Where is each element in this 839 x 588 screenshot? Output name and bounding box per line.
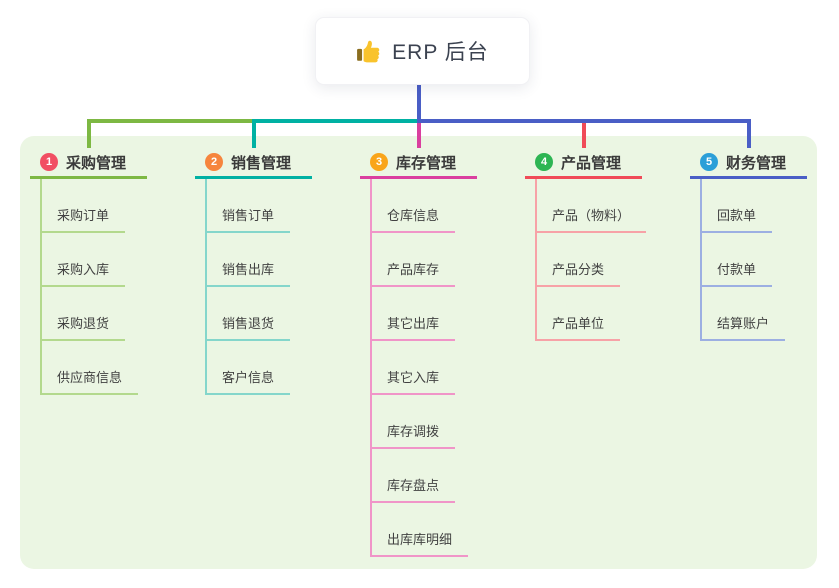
branches-panel (20, 136, 817, 569)
leaf-node[interactable]: 采购订单 (40, 179, 126, 233)
branch-drop-line (747, 119, 751, 148)
leaf-node-label: 采购入库 (57, 262, 110, 277)
branch-label: 库存管理 (396, 154, 457, 172)
leaf-node-label: 产品单位 (552, 316, 605, 331)
leaf-node[interactable]: 采购入库 (40, 233, 126, 287)
leaf-node-label: 供应商信息 (57, 370, 123, 385)
branch-number-badge: 5 (700, 153, 718, 171)
subtree-line (535, 179, 537, 341)
leaf-node[interactable]: 其它入库 (370, 341, 456, 395)
leaf-node-label: 销售出库 (222, 262, 275, 277)
leaf-node-label: 出库库明细 (387, 532, 453, 547)
branch-label: 采购管理 (66, 154, 127, 172)
thumbs-up-icon (356, 38, 382, 64)
leaf-node-label: 产品分类 (552, 262, 605, 277)
leaf-node-label: 其它出库 (387, 316, 440, 331)
leaf-node-label: 产品（物料） (552, 208, 631, 223)
leaf-node[interactable]: 回款单 (700, 179, 773, 233)
branch-node[interactable]: 5 财务管理 (690, 148, 807, 179)
branch-number-badge: 2 (205, 153, 223, 171)
leaf-node-label: 采购退货 (57, 316, 110, 331)
root-node[interactable]: ERP 后台 (315, 17, 530, 85)
leaf-node[interactable]: 付款单 (700, 233, 773, 287)
leaf-node[interactable]: 产品（物料） (535, 179, 647, 233)
branch-drop-line (252, 119, 256, 148)
branch-node[interactable]: 3 库存管理 (360, 148, 477, 179)
branch-number-badge: 3 (370, 153, 388, 171)
branch-column: 5 财务管理回款单付款单结算账户 (690, 148, 807, 341)
branch-node[interactable]: 2 销售管理 (195, 148, 312, 179)
leaf-node-label: 其它入库 (387, 370, 440, 385)
leaf-node-label: 付款单 (717, 262, 757, 277)
leaf-node-label: 回款单 (717, 208, 757, 223)
leaf-node-label: 销售订单 (222, 208, 275, 223)
leaf-node[interactable]: 客户信息 (205, 341, 291, 395)
leaf-node-label: 采购订单 (57, 208, 110, 223)
branch-column: 3 库存管理仓库信息产品库存其它出库其它入库库存调拨库存盘点出库库明细 (360, 148, 477, 557)
branch-number-badge: 1 (40, 153, 58, 171)
leaf-node[interactable]: 产品分类 (535, 233, 621, 287)
leaf-node-label: 产品库存 (387, 262, 440, 277)
branch-drop-line (582, 123, 586, 148)
branch-column: 2 销售管理销售订单销售出库销售退货客户信息 (195, 148, 312, 395)
leaf-node-label: 库存调拨 (387, 424, 440, 439)
branch-column: 4 产品管理产品（物料） 产品分类产品单位 (525, 148, 647, 341)
leaf-node[interactable]: 仓库信息 (370, 179, 456, 233)
leaf-node[interactable]: 结算账户 (700, 287, 786, 341)
branch-node[interactable]: 4 产品管理 (525, 148, 642, 179)
subtree-line (205, 179, 207, 395)
bus-segment-right (417, 119, 751, 123)
leaf-node[interactable]: 出库库明细 (370, 503, 469, 557)
bus-segment-left (87, 119, 256, 123)
subtree-line (700, 179, 702, 341)
leaf-node-label: 销售退货 (222, 316, 275, 331)
leaf-node[interactable]: 供应商信息 (40, 341, 139, 395)
subtree-line (370, 179, 372, 557)
branch-drop-line (87, 119, 91, 148)
branch-column: 1 采购管理采购订单采购入库采购退货供应商信息 (30, 148, 147, 395)
leaf-node[interactable]: 库存盘点 (370, 449, 456, 503)
leaf-node-label: 结算账户 (717, 316, 770, 331)
branch-node[interactable]: 1 采购管理 (30, 148, 147, 179)
leaf-node-label: 客户信息 (222, 370, 275, 385)
leaf-node[interactable]: 产品单位 (535, 287, 621, 341)
leaf-node[interactable]: 销售订单 (205, 179, 291, 233)
branch-label: 产品管理 (561, 154, 622, 172)
leaf-node-label: 仓库信息 (387, 208, 440, 223)
subtree-line (40, 179, 42, 395)
branch-label: 销售管理 (231, 154, 292, 172)
root-stem-line (417, 83, 421, 121)
branch-drop-line (417, 123, 421, 148)
leaf-node[interactable]: 销售出库 (205, 233, 291, 287)
leaf-node[interactable]: 产品库存 (370, 233, 456, 287)
leaf-node[interactable]: 其它出库 (370, 287, 456, 341)
leaf-node[interactable]: 销售退货 (205, 287, 291, 341)
leaf-node-label: 库存盘点 (387, 478, 440, 493)
leaf-node[interactable]: 库存调拨 (370, 395, 456, 449)
branch-number-badge: 4 (535, 153, 553, 171)
leaf-node[interactable]: 采购退货 (40, 287, 126, 341)
branch-label: 财务管理 (726, 154, 787, 172)
root-node-label: ERP 后台 (392, 41, 489, 64)
bus-segment-middle (252, 119, 421, 123)
